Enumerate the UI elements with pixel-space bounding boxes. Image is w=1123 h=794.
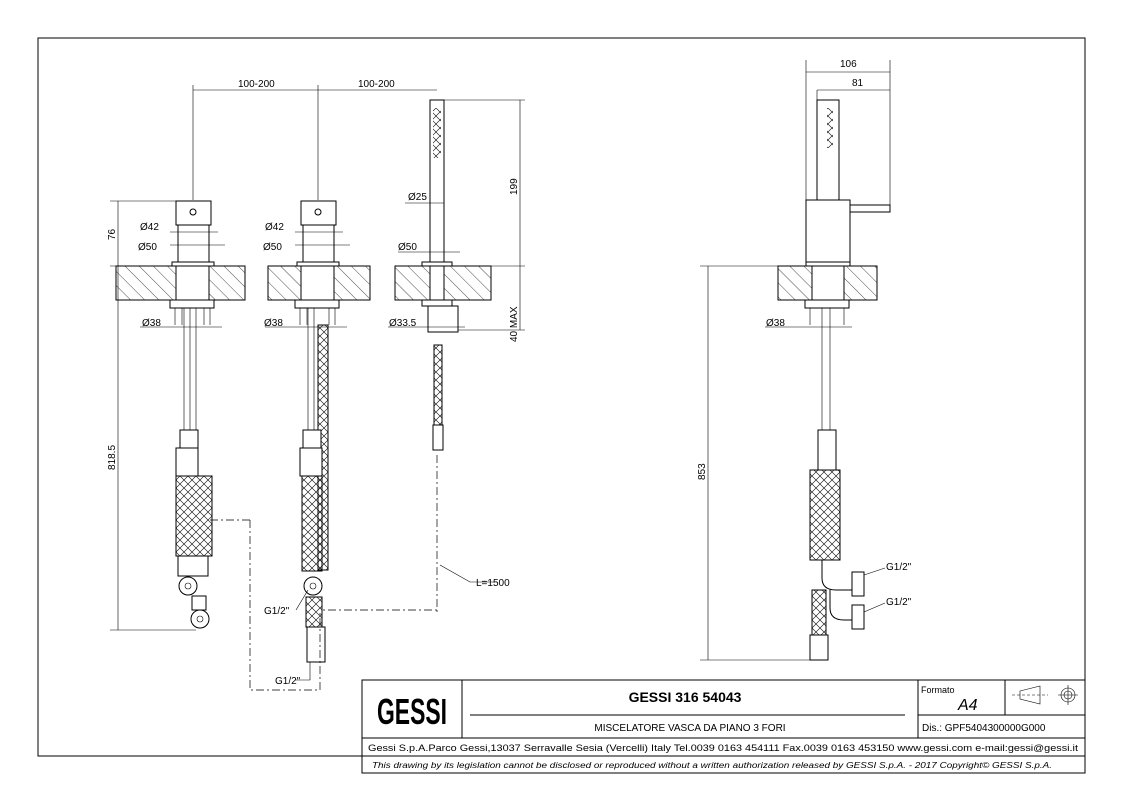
dim-spacing-1: 100-200	[238, 79, 275, 90]
projection-symbol-icon	[1012, 685, 1078, 705]
gessi-logo: GESSI	[377, 691, 447, 732]
thread-label-4: G1/2"	[886, 597, 912, 608]
dim-hs-d50: Ø50	[398, 242, 417, 253]
dim-max-40: 40 MAX	[509, 306, 520, 342]
drawing-number: Dis.: GPF5404300000G000	[922, 723, 1046, 734]
dim-width-106: 106	[840, 59, 857, 70]
svg-text:GESSI: GESSI	[377, 691, 447, 732]
dim-u1-d38: Ø38	[142, 318, 161, 329]
side-view	[777, 99, 891, 661]
thread-label-1: G1/2"	[264, 606, 290, 617]
format-label: Formato	[921, 685, 955, 695]
company-address: Gessi S.p.A.Parco Gessi,13037 Serravalle…	[368, 743, 1078, 753]
dim-hose-length: L=1500	[476, 578, 510, 589]
dim-u2-d38: Ø38	[264, 318, 283, 329]
dim-width-81: 81	[852, 78, 864, 89]
drawing-subtitle: MISCELATORE VASCA DA PIANO 3 FORI	[594, 723, 785, 734]
dim-u1-d50: Ø50	[138, 242, 157, 253]
dim-height-853: 853	[697, 463, 708, 480]
drawing-title: GESSI 316 54043	[629, 689, 742, 705]
dim-u2-d50: Ø50	[263, 242, 282, 253]
drawing-frame	[37, 37, 1086, 774]
title-block: GESSI GESSI 316 54043 MISCELATORE VASCA …	[361, 679, 1086, 774]
dim-height-818: 818.5	[107, 445, 118, 470]
dim-side-d38: Ø38	[766, 318, 785, 329]
dim-hs-d335: Ø33.5	[389, 318, 417, 329]
dim-height-76: 76	[107, 228, 118, 240]
mixer-unit-2	[267, 200, 371, 663]
dim-u1-d42: Ø42	[140, 222, 159, 233]
dim-hs-d25: Ø25	[408, 192, 427, 203]
dim-spacing-2: 100-200	[358, 79, 395, 90]
dimension-lines	[110, 60, 891, 681]
mixer-unit-1	[115, 200, 246, 629]
copyright-disclaimer: This drawing by its legislation cannot b…	[372, 761, 1052, 770]
thread-label-3: G1/2"	[886, 562, 912, 573]
hand-shower	[210, 99, 492, 691]
dim-height-199: 199	[509, 178, 520, 195]
thread-label-2: G1/2"	[275, 676, 301, 687]
format-value: A4	[957, 697, 978, 714]
dim-u2-d42: Ø42	[265, 222, 284, 233]
